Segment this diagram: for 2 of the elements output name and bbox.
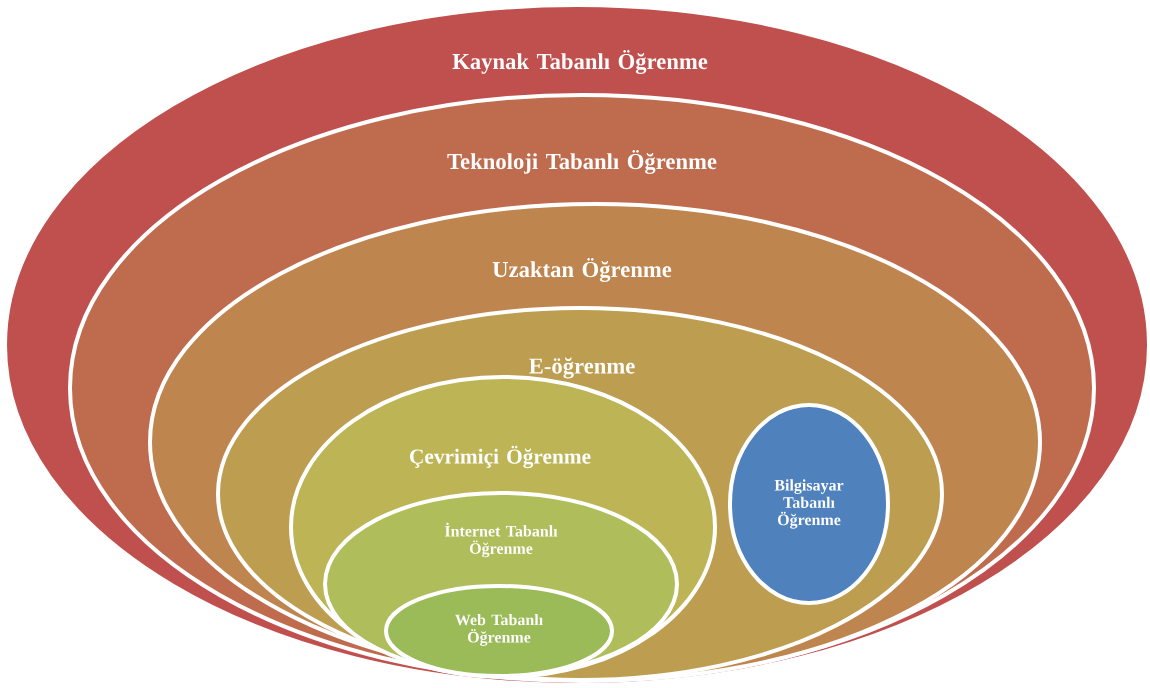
ellipse-region: Web Tabanlı Öğrenme	[384, 584, 614, 678]
ellipse-region: Bilgisayar Tabanlı Öğrenme	[728, 403, 890, 605]
